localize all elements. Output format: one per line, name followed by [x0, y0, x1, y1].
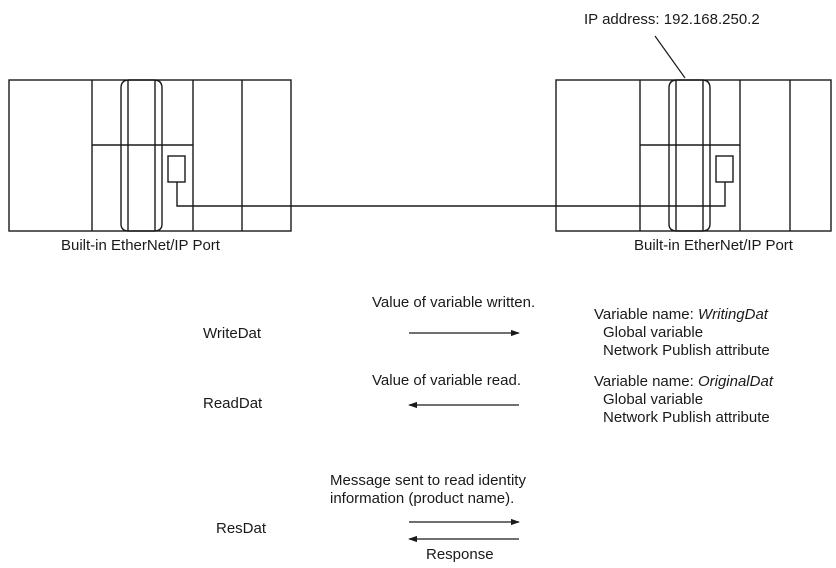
read-caption: Value of variable read.	[372, 372, 521, 389]
write-var-name: WritingDat	[697, 306, 768, 323]
write-target-variable-info: Variable name: WritingDat Global variabl…	[594, 306, 770, 360]
write-caption: Value of variable written.	[372, 294, 536, 311]
ethernet-cable	[176, 182, 726, 207]
right-ethernet-port	[715, 155, 734, 183]
read-var-name: OriginalDat	[697, 373, 773, 390]
response-label: Response	[426, 546, 494, 563]
identity-caption-line2: information (product name).	[330, 490, 515, 507]
read-source-variable: ReadDat	[203, 395, 263, 412]
read-var-prefix: Variable name:	[594, 373, 698, 390]
read-target-variable-info: Variable name: OriginalDat Global variab…	[594, 373, 773, 427]
left-port-label: Built-in EtherNet/IP Port	[61, 237, 220, 254]
left-ethernet-port	[167, 155, 186, 183]
left-controller	[8, 79, 292, 232]
ip-address-label: IP address: 192.168.250.2	[584, 11, 760, 28]
right-controller	[555, 79, 832, 232]
write-var-prefix: Variable name:	[594, 306, 698, 323]
write-source-variable: WriteDat	[203, 325, 262, 342]
write-var-scope: Global variable	[603, 324, 704, 341]
ip-leader-line	[654, 35, 686, 79]
read-var-attribute: Network Publish attribute	[603, 409, 770, 426]
write-var-attribute: Network Publish attribute	[603, 342, 770, 359]
identity-request-caption: Message sent to read identity informatio…	[330, 472, 526, 508]
res-source-variable: ResDat	[216, 520, 267, 537]
read-var-scope: Global variable	[603, 391, 704, 408]
right-port-label: Built-in EtherNet/IP Port	[634, 237, 793, 254]
identity-caption-line1: Message sent to read identity	[330, 472, 526, 489]
